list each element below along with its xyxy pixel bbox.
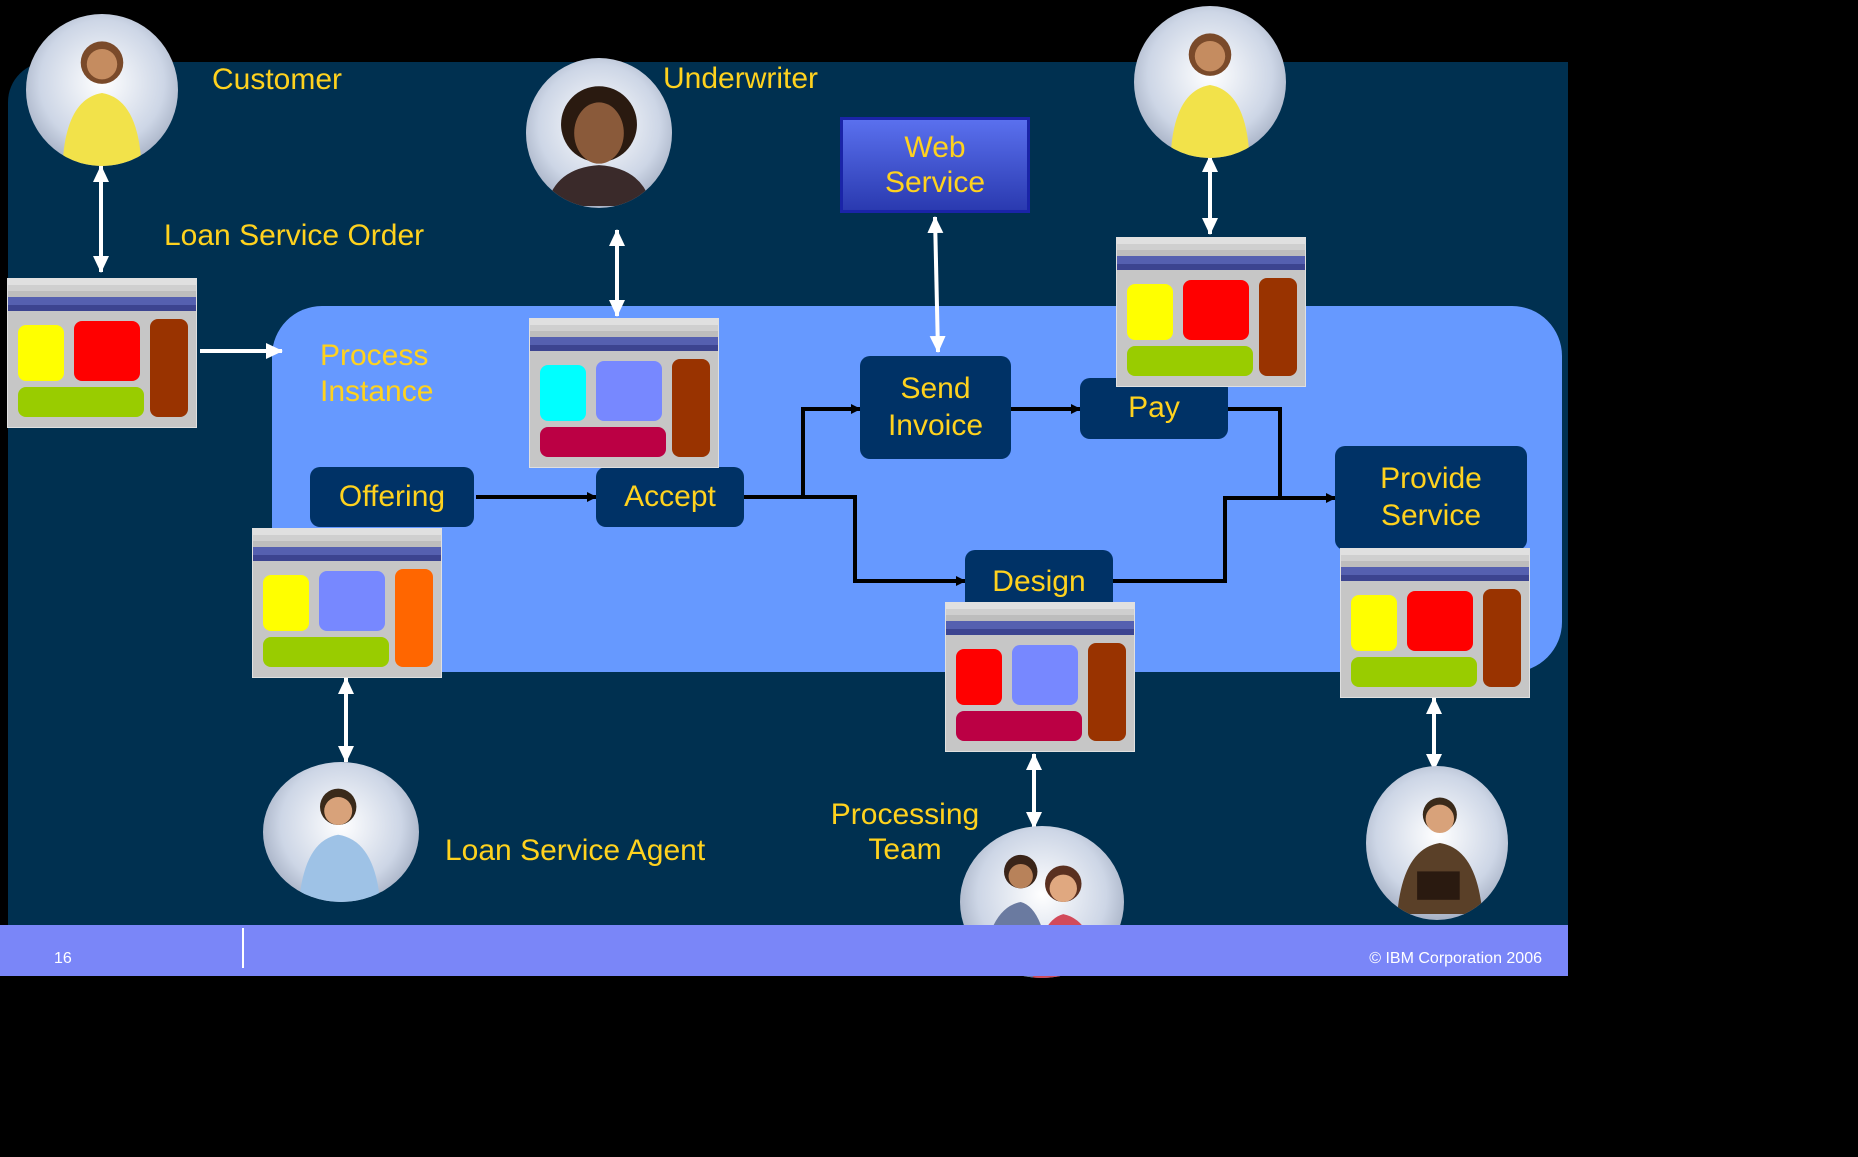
screen-form-icon <box>252 528 442 678</box>
underwriter-label: Underwriter <box>663 62 819 95</box>
customer-avatar-repeat <box>1134 6 1286 158</box>
screen-form-icon <box>1340 548 1530 698</box>
arrow-icon <box>803 495 966 586</box>
arrow-icon <box>927 216 946 353</box>
loan-service-agent-avatar <box>263 762 419 902</box>
accept-task[interactable]: Accept <box>596 467 744 527</box>
screen-form-icon <box>945 602 1135 752</box>
arrow-icon <box>1113 496 1280 583</box>
processing-team-label: Processing Team <box>830 798 980 866</box>
connector-arrows <box>93 155 1442 829</box>
send-invoice-text: Send Invoice <box>887 371 984 442</box>
customer-label: Customer <box>212 63 343 96</box>
offering-task[interactable]: Offering <box>310 467 474 527</box>
accept-text: Accept <box>624 479 716 513</box>
provider-avatar <box>1366 766 1508 920</box>
footer-bar <box>0 925 1568 976</box>
underwriter-avatar <box>526 58 672 208</box>
screen-form-icon <box>7 278 197 428</box>
web-service-text: Web Service <box>884 130 986 199</box>
screen-form-icon <box>1116 237 1306 387</box>
provide-service-text: Provide Service <box>1380 462 1482 532</box>
send-invoice-task[interactable]: Send Invoice <box>860 356 1011 459</box>
arrow-icon <box>1228 407 1336 503</box>
provide-service-task[interactable]: Provide Service <box>1335 446 1527 550</box>
design-text: Design <box>992 565 1086 598</box>
pay-text: Pay <box>1128 391 1180 424</box>
footer-divider <box>242 928 244 968</box>
loan-service-agent-label: Loan Service Agent <box>445 834 706 867</box>
screen-form-icon <box>529 318 719 468</box>
pay-task[interactable]: Pay <box>1080 378 1228 439</box>
copyright-text: © IBM Corporation 2006 <box>1369 950 1542 967</box>
arrow-icon <box>744 404 861 499</box>
web-service-box[interactable]: Web Service <box>840 117 1030 213</box>
offering-text: Offering <box>338 479 446 513</box>
page-number: 16 <box>54 950 72 967</box>
loan-service-order-label: Loan Service Order <box>164 219 425 252</box>
customer-avatar <box>26 14 178 166</box>
process-instance-label: Process Instance <box>320 339 434 408</box>
